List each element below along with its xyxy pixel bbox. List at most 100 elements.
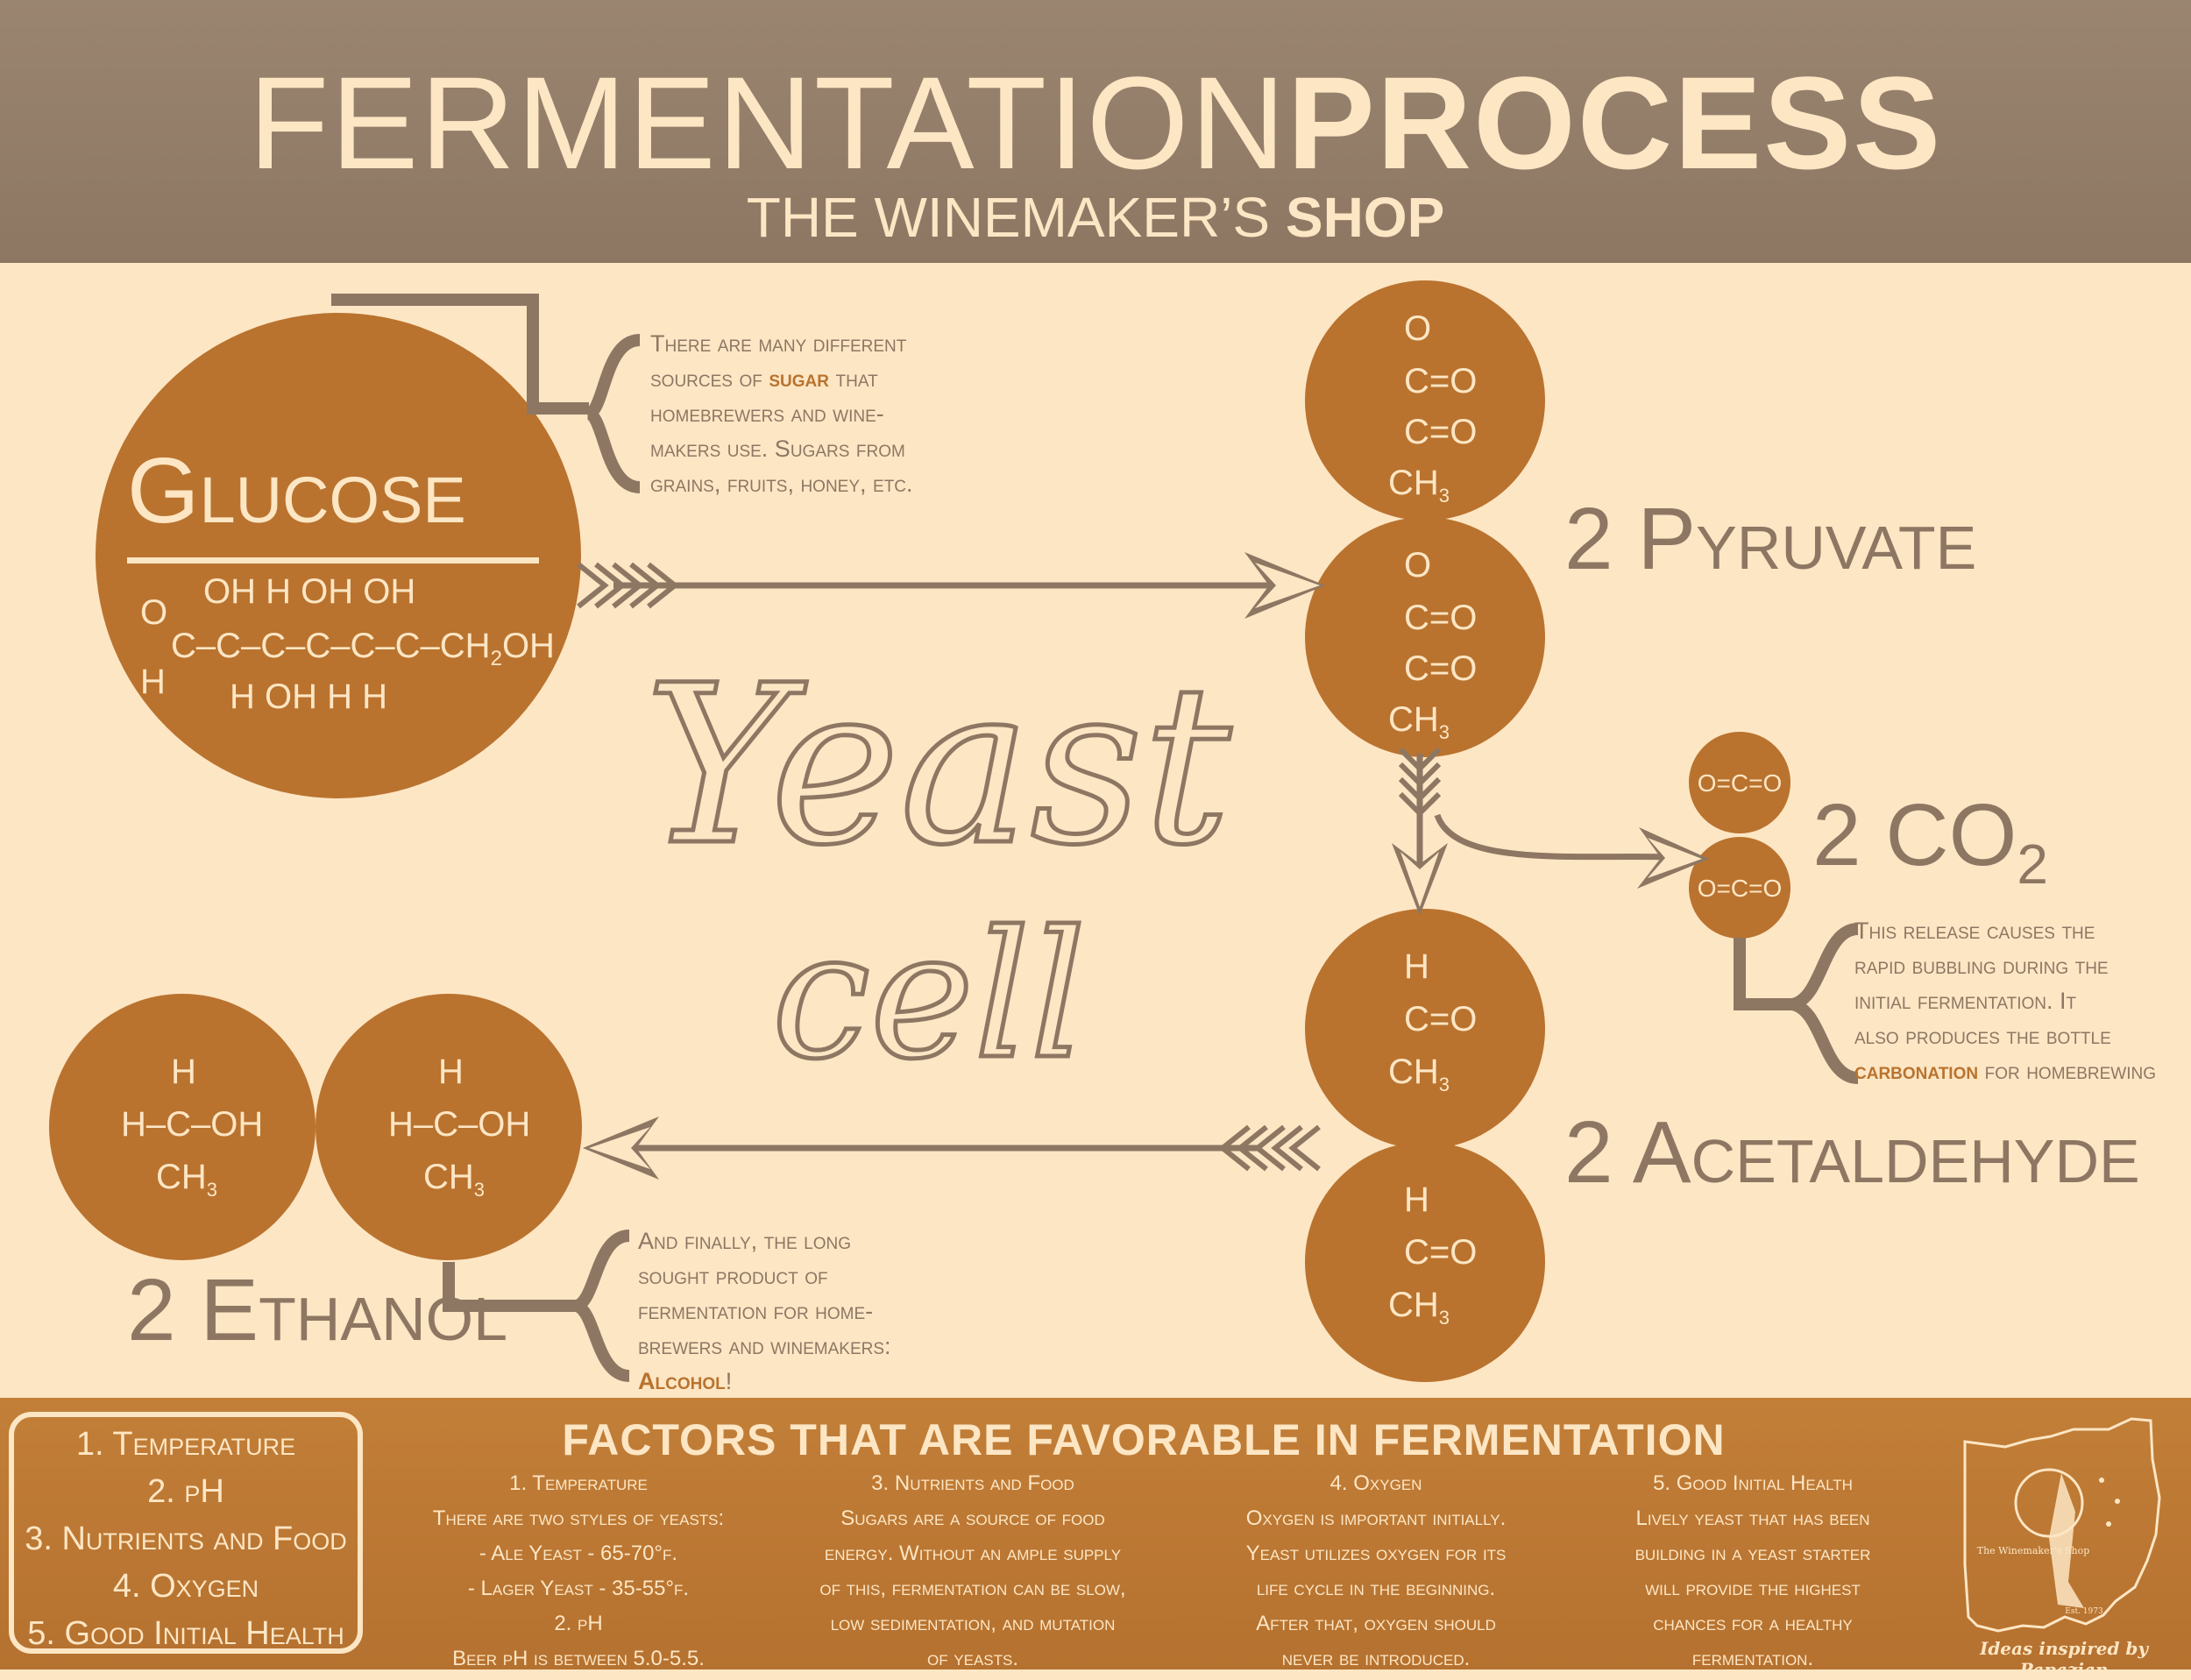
acetaldehyde-label: 2 Acetaldehyde [1564, 1103, 2140, 1202]
co2-callout-l5b: for homebrewing [1978, 1058, 2156, 1084]
ethanol-circle-2 [316, 994, 582, 1260]
co2-circle-2 [1689, 837, 1790, 939]
pyruvate2-c1: C=O [1404, 599, 1478, 637]
ethanol-callout-l5b: ! [725, 1368, 733, 1394]
ethanol2-ch: CH [423, 1158, 474, 1196]
pyruvate-circle-1 [1305, 280, 1545, 521]
ethanol-callout: And finally, the long sought product of … [638, 1223, 891, 1399]
ethanol1-ch: CH [156, 1158, 207, 1196]
factor-list-item-1: 1. Temperature [75, 1426, 296, 1463]
pyruvate-label: 2 Pyruvate [1564, 490, 1977, 588]
co2-formula-2: O=C=O [1697, 875, 1783, 902]
co2-bracket [1734, 923, 1859, 1084]
title-bold: PROCESS [1287, 49, 1943, 196]
co2-label-sub: 2 [2017, 833, 2048, 896]
acet2-ch: CH [1388, 1286, 1439, 1324]
glucose-label: Glucose [127, 439, 466, 542]
glucose-callout-sugar: sugar [769, 365, 829, 392]
ethanol-circle-1 [49, 994, 316, 1260]
glucose-row-chain: C–C–C–C–C–C–CH2OH [171, 626, 555, 679]
factor-list-item-2: 2. pH [147, 1473, 224, 1510]
factor-column-health: 5. Good Initial Health Lively yeast that… [1578, 1466, 1928, 1676]
acetaldehyde-circle-1 [1305, 909, 1545, 1149]
col3-line-3: Yeast utilizes oxygen for its [1245, 1542, 1507, 1565]
co2-label: 2 CO2 [1812, 787, 2048, 912]
col4-line-2: Lively yeast that has been [1635, 1506, 1870, 1530]
co2-circle-1 [1689, 732, 1790, 833]
ethanol2-hcoh: H–C–OH [388, 1105, 531, 1144]
logo-caption: Ideas inspired by Papazian [1979, 1638, 2149, 1680]
arrow-acetaldehyde-to-ethanol [583, 1116, 1321, 1180]
glucose-callout: There are many different sources of suga… [650, 326, 913, 501]
factor-list-item-5: 5. Good Initial Health [27, 1615, 344, 1652]
pyruvate1-ch: CH [1388, 464, 1439, 502]
acet1-h: H [1404, 947, 1429, 986]
subtitle-thin: THE WINEMAKER’S [746, 186, 1286, 249]
co2-formula-1: O=C=O [1697, 769, 1783, 797]
factors-title: FACTORS THAT ARE FAVORABLE IN FERMENTATI… [562, 1415, 1726, 1464]
header: FERMENTATIONPROCESS THE WINEMAKER’S SHOP [0, 0, 2191, 263]
ohio-logo: The Winemaker's Shop Est. 1973 [1963, 1417, 2161, 1633]
glucose-row-o: O [140, 593, 168, 632]
ethanol-bracket [443, 1230, 631, 1382]
glucose-chain-end: OH [501, 627, 555, 665]
page-title: FERMENTATIONPROCESS [0, 44, 2191, 202]
glucose-callout-l2: sources of sugar that [650, 361, 913, 396]
logo-est: Est. 1973 [2065, 1607, 2103, 1616]
star-icon [2099, 1478, 2104, 1483]
glucose-chain-main: C–C–C–C–C–C–CH [171, 627, 491, 665]
ohio-outline [1963, 1417, 2161, 1633]
diagram-graphics: Yeast cell [49, 280, 1859, 1382]
ethanol2-sub: 3 [473, 1179, 486, 1201]
ethanol1-sub: 3 [206, 1179, 218, 1201]
factor-column-temperature-ph: 1. Temperature There are two styles of y… [386, 1466, 771, 1676]
pyruvate-circle-2 [1305, 517, 1545, 757]
ethanol-callout-l3: fermentation for home- [638, 1298, 874, 1324]
acet2-h: H [1404, 1180, 1429, 1219]
col2-line-5: low sedimentation, and mutation [830, 1612, 1116, 1635]
acet1-ch3: CH3 [1388, 1052, 1450, 1105]
co2-callout-l4: also produces the bottle [1854, 1023, 2111, 1049]
acetaldehyde-circle-2 [1305, 1142, 1545, 1382]
diagram-area: Yeast cell Glucose OH H OH OH O C–C–C–C–… [0, 263, 2191, 1398]
pyruvate2-c2: C=O [1404, 649, 1478, 688]
cell-word: cell [772, 894, 1086, 1098]
ethanol-callout-l1: And finally, the long [638, 1228, 851, 1254]
title-thin: FERMENTATION [248, 49, 1287, 196]
col1-line-6: Beer pH is between 5.0-5.5. [452, 1647, 705, 1670]
pyruvate1-ch3: CH3 [1388, 463, 1450, 516]
star-icon-3 [2106, 1521, 2111, 1527]
co2-callout-l1: This release causes the [1854, 918, 2095, 944]
arrow-glucose-to-pyruvate [577, 552, 1325, 619]
acet1-ch: CH [1388, 1053, 1439, 1091]
col1-line-3: - Ale Yeast - 65-70°f. [479, 1542, 678, 1565]
figure-icon [2049, 1473, 2084, 1608]
ethanol-callout-l2: sought product of [638, 1263, 828, 1289]
col1-line-4: - Lager Yeast - 35-55°f. [467, 1577, 690, 1600]
col4-line-1: 5. Good Initial Health [1653, 1471, 1853, 1495]
arrow-pyruvate-to-acetaldehyde [1392, 747, 1448, 916]
moon-icon [2014, 1468, 2084, 1538]
co2-callout-l3: initial fermentation. It [1854, 988, 2077, 1014]
pyruvate2-ch: CH [1388, 700, 1439, 739]
acet1-sub: 3 [1438, 1074, 1450, 1095]
glucose-circle [96, 313, 581, 798]
col1-line-5: 2. pH [554, 1612, 603, 1635]
col2-line-3: energy. Without an ample supply [824, 1542, 1122, 1565]
acet1-co: C=O [1404, 1000, 1478, 1038]
factor-list-item-3: 3. Nutrients and Food [25, 1521, 347, 1557]
ethanol-callout-alcohol: Alcohol [638, 1368, 726, 1394]
pyruvate1-o: O [1404, 309, 1432, 348]
col2-line-2: Sugars are a source of food [840, 1506, 1105, 1530]
col1-line-2: There are two styles of yeasts: [432, 1506, 725, 1530]
yeast-word: Yeast [644, 638, 1231, 893]
pyruvate2-ch3: CH3 [1388, 699, 1450, 753]
logo-text: The Winemaker's Shop [1977, 1545, 2090, 1556]
factors-footer: 1. Temperature 2. pH 3. Nutrients and Fo… [0, 1398, 2191, 1680]
star-icon-2 [2115, 1499, 2120, 1504]
glucose-callout-l3: homebrewers and wine- [650, 401, 884, 427]
ethanol2-ch3: CH3 [423, 1157, 485, 1210]
pyruvate1-c2: C=O [1404, 413, 1478, 451]
pyruvate2-o: O [1404, 546, 1432, 585]
ethanol-callout-l5: Alcohol! [638, 1364, 891, 1399]
